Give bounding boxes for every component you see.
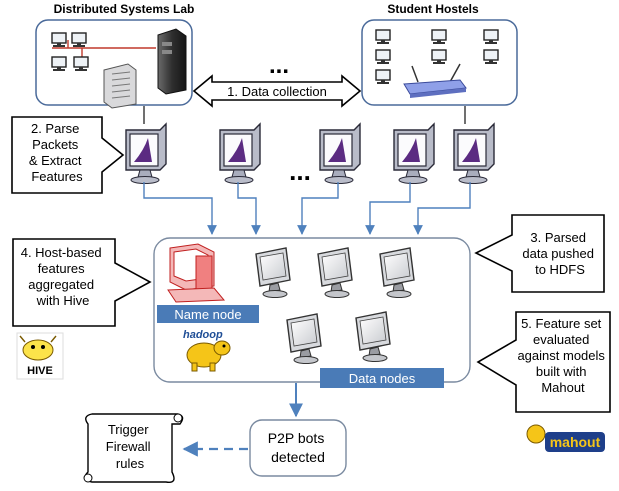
server-tower-icon [157, 28, 187, 95]
name-node-text: Name node [174, 307, 241, 322]
step2-line: 2. Parse [31, 121, 79, 136]
ellipsis-probes: ... [289, 156, 311, 186]
step3-line: to HDFS [535, 262, 585, 277]
probe-computer-icon [453, 123, 495, 185]
action-line: Trigger [108, 422, 149, 437]
result-line: detected [271, 449, 325, 465]
step2-line: & Extract [29, 153, 82, 168]
name-node-label [157, 305, 259, 323]
step2-line: Packets [32, 137, 79, 152]
step4-line: 4. Host-based [21, 245, 102, 260]
hadoop-logo: hadoop [183, 329, 231, 372]
data-nodes-text: Data nodes [349, 371, 416, 386]
step4-callout: 4. Host-based features aggregated with H… [12, 238, 152, 327]
action-line: rules [116, 456, 145, 471]
svg-text:3. Parsed data pushed: 3. Parsed data pushed to HDFS [522, 230, 597, 277]
step5-callout: 5. Feature set evaluated against models … [476, 311, 611, 413]
probe-computer-icon [319, 123, 361, 185]
data-collection-arrow: 1. Data collection [192, 74, 362, 108]
server-rack-icon [103, 63, 137, 109]
step5-line: 5. Feature set [521, 316, 602, 331]
lab-network-box [35, 19, 193, 109]
step5-line: built with [536, 364, 587, 379]
name-node-computer-icon [167, 243, 226, 303]
step3-line: data pushed [522, 246, 594, 261]
result-line: P2P bots [268, 430, 325, 446]
ellipsis-top: ... [269, 52, 289, 79]
hive-logo-text: HIVE [27, 365, 53, 377]
svg-text:P2P bots detected: P2P bots detected [268, 430, 328, 465]
hostels-network-box [361, 19, 518, 106]
data-nodes-label [320, 368, 444, 388]
step2-line: Features [31, 169, 83, 184]
step3-callout: 3. Parsed data pushed to HDFS [474, 214, 605, 293]
svg-text:4. Host-based features: 4. Host-based features aggregated with H… [21, 245, 106, 308]
step4-line: with Hive [36, 293, 90, 308]
step5-line: Mahout [541, 380, 585, 395]
lab-title: Distributed Systems Lab [54, 2, 195, 16]
probe-computer-icon [219, 123, 261, 185]
svg-text:Trigger Firewall r: Trigger Firewall rules [106, 422, 154, 471]
mahout-logo: mahout [518, 418, 608, 458]
step2-callout: 2. Parse Packets & Extract Features [11, 116, 125, 194]
probe-computer-icon [125, 123, 167, 185]
step1-label: 1. Data collection [227, 84, 327, 99]
p2p-result-box: P2P bots detected [249, 419, 347, 477]
hadoop-logo-text: hadoop [183, 329, 223, 341]
hadoop-cluster-box: Name node hadoop Data nodes [153, 237, 471, 388]
step3-line: 3. Parsed [530, 230, 586, 245]
probe-to-cluster-arrows [143, 182, 471, 235]
action-line: Firewall [106, 439, 151, 454]
hostels-title: Student Hostels [387, 2, 479, 16]
step5-line: against models [517, 348, 605, 363]
svg-text:5. Feature set evaluated: 5. Feature set evaluated against models … [517, 316, 608, 395]
hive-logo: HIVE [16, 332, 64, 380]
probe-computer-icon [393, 123, 435, 185]
wifi-router-icon [403, 63, 467, 98]
svg-text:2. Parse Packets &: 2. Parse Packets & Extract Features [29, 121, 85, 184]
step4-line: features [38, 261, 85, 276]
step4-line: aggregated [28, 277, 94, 292]
firewall-rules-scroll: Trigger Firewall rules [83, 413, 184, 483]
mahout-logo-text: mahout [550, 434, 601, 450]
step5-line: evaluated [533, 332, 589, 347]
